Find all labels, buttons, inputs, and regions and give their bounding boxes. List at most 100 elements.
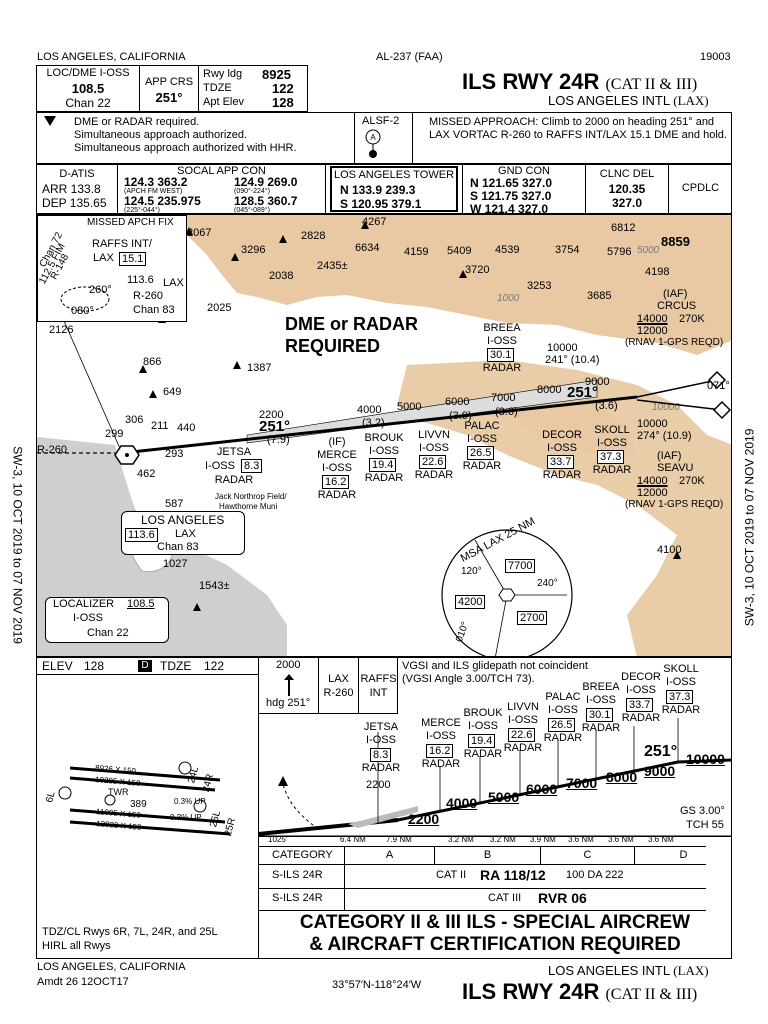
note-2: Simultaneous approach authorized. [74, 129, 248, 141]
msa-sector-3: 2700 [517, 611, 548, 625]
minima-row1-cat: CAT II [436, 869, 467, 881]
profile-brouk-radar: RADAR [463, 748, 503, 760]
profile-decor-id: I-OSS [626, 684, 656, 696]
seavu-fix-icon [712, 400, 731, 420]
localizer-box [45, 597, 169, 643]
inset-chan83: Chan 83 [133, 304, 175, 316]
socal-freq-1b: 124.9 269.0 [234, 175, 298, 189]
gnd-south: S 121.75 327.0 [470, 189, 552, 203]
terrain-south [397, 360, 731, 656]
distance-scale [258, 836, 732, 847]
profile-decor-dme: 33.7 [626, 698, 654, 712]
terrain-north [187, 215, 731, 355]
jetsa-radar: RADAR [214, 474, 254, 486]
profile-alt-5000: 5000 [488, 789, 520, 805]
merce-dme: 16.2 [322, 475, 350, 489]
alt-7000: 7000 [491, 392, 516, 404]
crcus-alt2: 12000 [637, 325, 668, 337]
bottom-amdt: Amdt 26 12OCT17 [37, 976, 129, 988]
datis-label: D-ATIS [59, 168, 95, 180]
elev-3754: 3754 [555, 244, 580, 256]
plan-view: 1000 5000 10000 MISSED APCH FIX RA [36, 214, 732, 657]
profile-palac: PALAC [545, 691, 581, 703]
vgsi-note-1: VGSI and ILS glidepath not coincident [402, 660, 588, 672]
minima-row1-da: 100 DA 222 [566, 869, 624, 881]
crcus-leg-alt: 10000 [547, 342, 578, 354]
alt-9000: 9000 [585, 376, 610, 388]
minima-row2-label: S-ILS 24R [272, 892, 323, 904]
side-effective-left: SW-3, 10 OCT 2019 to 07 NOV 2019 [10, 446, 25, 644]
dist-3-2a: 3.2 NM [448, 835, 474, 844]
northrop-field: Jack Northrop Field/ [215, 492, 287, 501]
loc-chan: Chan 22 [65, 96, 111, 110]
profile-palac-id: I-OSS [548, 704, 578, 716]
note-3: Simultaneous approach authorized with HH… [74, 142, 297, 154]
clnc-freq-2: 327.0 [611, 196, 643, 210]
cat-d: D [679, 849, 688, 861]
apt-elev-389: 389 [130, 799, 147, 810]
cat-b: B [483, 849, 492, 861]
elev-2126: 2126 [49, 324, 74, 336]
elev-5409: 5409 [447, 245, 472, 257]
ma-raffs: RAFFS [360, 673, 397, 685]
elev-211: 211 [151, 420, 169, 432]
dme-radar-note: DME or RADAR [285, 314, 418, 334]
socal-freq-2a-note: (225°-044°) [124, 207, 160, 214]
profile-alt-7000: 7000 [566, 775, 598, 791]
elev-2038: 2038 [269, 270, 294, 282]
elev-5796: 5796 [607, 246, 632, 258]
dist-7-9: 7.9 NM [386, 835, 412, 844]
jetsa-name: JETSA [216, 446, 252, 458]
profile-alt-2200: 2200 [408, 811, 440, 827]
elev-4539: 4539 [495, 244, 520, 256]
profile-tdze-label: TDZE [160, 659, 192, 673]
profile-jetsa-radar: RADAR [361, 762, 401, 774]
alsf-label: ALSF-2 [362, 115, 400, 127]
minima-row2-rvr: RVR 06 [538, 890, 587, 906]
merce-radar: RADAR [317, 489, 357, 501]
lax-r260-radial [56, 304, 123, 454]
crcus-fix-icon [707, 370, 727, 390]
elev-462: 462 [137, 468, 156, 480]
tdze-value: 122 [272, 81, 294, 96]
localizer-id: I-OSS [73, 612, 103, 624]
palac-name: PALAC [464, 420, 500, 432]
clnc-label: CLNC DEL [599, 168, 655, 180]
loc-label: LOC/DME I-OSS [46, 67, 130, 79]
course-251-west: 251° [259, 418, 291, 435]
cert-line-2: & AIRCRAFT CERTIFICATION REQUIRED [309, 934, 681, 955]
title-main: ILS RWY 24R (CAT II & III) [462, 69, 698, 94]
gnd-north: N 121.65 327.0 [470, 176, 553, 190]
profile-merce: MERCE [421, 717, 461, 729]
gnd-label: GND CON [498, 165, 550, 177]
app-crs-value: 251° [155, 90, 183, 105]
alt-6000: 6000 [445, 396, 470, 408]
inset-r260: R-260 [133, 290, 163, 302]
profile-livvn-radar: RADAR [503, 742, 543, 754]
livvn-radar: RADAR [414, 469, 454, 481]
minima-row2-cat: CAT III [488, 892, 522, 904]
alt-2200: 2200 [259, 409, 284, 421]
bottom-title: ILS RWY 24R (CAT II & III) [462, 979, 698, 1004]
profile-tch: TCH 55 [686, 819, 724, 831]
svg-text:A: A [370, 133, 376, 142]
crcus-transition [636, 379, 718, 398]
inset-lax-id: LAX [163, 277, 184, 289]
elev-2025: 2025 [207, 302, 232, 314]
cpdlc-label: CPDLC [681, 182, 720, 194]
seavu-iaf: (IAF) [657, 450, 682, 462]
notes-box [36, 112, 732, 164]
localizer-chan: Chan 22 [87, 627, 129, 639]
decor-dme: 33.7 [547, 455, 575, 469]
lax-vortac-id: LAX [175, 528, 196, 540]
profile-skoll-id: I-OSS [666, 676, 696, 688]
socal-freq-2b: 128.5 360.7 [234, 194, 298, 208]
localizer-freq: 108.5 [127, 598, 155, 610]
profile-brouk-id: I-OSS [468, 720, 498, 732]
elev-4159: 4159 [404, 246, 429, 258]
missed-fix-title: MISSED APCH FIX [87, 217, 174, 228]
alt-4000: 4000 [357, 404, 382, 416]
minima-row1-ra: RA 118/12 [480, 867, 546, 883]
msa-sector-2: 4200 [455, 595, 486, 609]
profile-merce-radar: RADAR [421, 758, 461, 770]
